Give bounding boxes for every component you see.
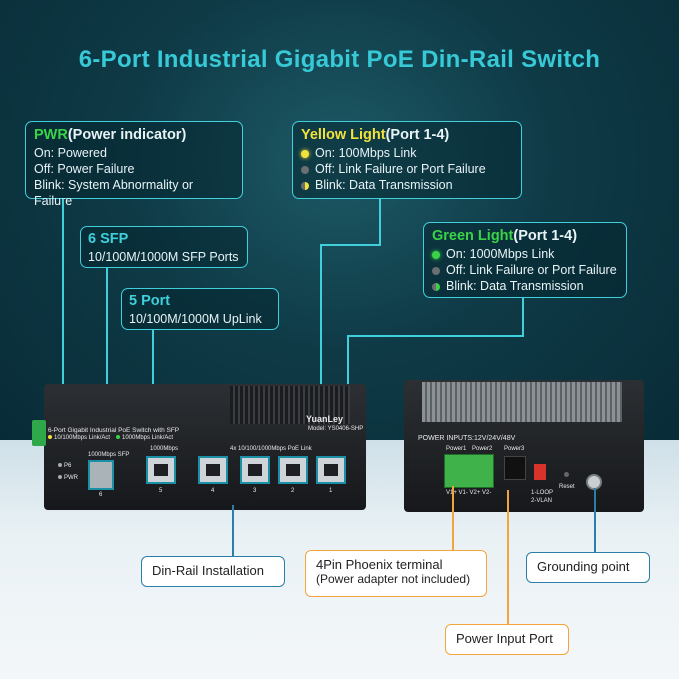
ground-callout-text: Grounding point <box>537 559 630 574</box>
pwr-heading-rest: (Power indicator) <box>67 127 187 143</box>
port5-line: 10/100M/1000M UpLink <box>129 312 262 326</box>
legend-yellow-led-icon <box>48 435 52 440</box>
green-line-3: Blink: Data Transmission <box>446 279 584 293</box>
dinrail-callout-text: Din-Rail Installation <box>152 563 264 578</box>
green-line-1: On: 1000Mbps Link <box>446 247 555 261</box>
dc-power-jack[interactable] <box>504 456 526 480</box>
port-number-4: 4 <box>211 488 215 494</box>
yellow-line-3: Blink: Data Transmission <box>315 178 453 192</box>
yellow-blink-led-icon <box>301 181 309 190</box>
phoenix-callout-line-2: (Power adapter not included) <box>316 572 471 586</box>
poe-port-4[interactable] <box>198 456 228 484</box>
yellow-light-info-box: Yellow Light(Port 1-4) On: 100Mbps Link … <box>292 121 522 199</box>
phoenix-terminal[interactable] <box>444 454 494 488</box>
power-port-connector-line <box>507 490 509 626</box>
power-port-callout: Power Input Port <box>445 624 569 655</box>
phoenix-callout-line-1: 4Pin Phoenix terminal <box>316 557 443 572</box>
dip-label-vlan: 2-VLAN <box>531 498 553 504</box>
switch-side-panel: POWER INPUTS:12V/24V/48V Power1 Power2 P… <box>404 380 644 512</box>
yellow-heading-accent: Yellow Light <box>301 127 386 143</box>
green-on-led-icon <box>432 250 440 259</box>
dinrail-connector-line <box>232 505 234 557</box>
port-number-5: 5 <box>159 488 163 494</box>
p6-led-icon <box>58 463 62 468</box>
reset-button[interactable] <box>564 472 569 477</box>
power2-label: Power2 <box>472 446 493 452</box>
switch-front-panel: YuanLey Model: YS0406-SHP 6-Port Gigabit… <box>44 384 366 510</box>
pwr-info-box: PWR(Power indicator) On: Powered Off: Po… <box>25 121 243 208</box>
phoenix-callout: 4Pin Phoenix terminal (Power adapter not… <box>305 550 487 597</box>
green-heading-rest: (Port 1-4) <box>513 228 578 244</box>
pwr-led-icon <box>58 475 62 480</box>
uplink-port-5[interactable] <box>146 456 176 484</box>
device-brand: YuanLey <box>306 414 344 424</box>
port-number-2: 2 <box>291 488 295 494</box>
pwr-line-3: Blink: System Abnormality or Failure <box>34 178 194 208</box>
sfp-info-box: 6 SFP 10/100M/1000M SFP Ports <box>80 226 248 268</box>
yellow-connector-line-v <box>379 199 381 245</box>
sfp-heading: 6 SFP <box>88 231 129 247</box>
port-number-1: 1 <box>329 488 333 494</box>
pwr-connector-line <box>62 199 64 471</box>
yellow-connector-line-down <box>320 244 322 452</box>
power3-label: Power3 <box>504 446 525 452</box>
dinrail-callout: Din-Rail Installation <box>141 556 285 587</box>
legend-yellow-text: 10/100Mbps Link/Act <box>54 435 111 441</box>
yellow-connector-line-h <box>320 244 381 246</box>
port-number-3: 3 <box>253 488 257 494</box>
terminal-pins-label: V1+ V1- V2+ V2- <box>446 490 492 496</box>
uplink-port-label: 1000Mbps <box>150 446 179 452</box>
sfp-port-label: 1000Mbps SFP <box>88 452 130 458</box>
pwr-line-1: On: Powered <box>34 146 107 160</box>
sfp-port[interactable] <box>88 460 114 490</box>
power1-label: Power1 <box>446 446 467 452</box>
led-p6-label: P6 <box>64 463 72 469</box>
legend-green-led-icon <box>116 435 120 440</box>
yellow-on-led-icon <box>301 149 309 158</box>
green-light-info-box: Green Light(Port 1-4) On: 1000Mbps Link … <box>423 222 627 298</box>
sfp-connector-line <box>106 268 108 456</box>
ground-connector-line <box>594 488 596 552</box>
device-product-line: 6-Port Gigabit Industrial PoE Switch wit… <box>48 427 180 434</box>
poe-port-2[interactable] <box>278 456 308 484</box>
green-connector-line-h <box>347 335 524 337</box>
dip-switch[interactable] <box>534 464 546 480</box>
dip-label-loop: 1-LOOP <box>531 490 554 496</box>
port5-info-box: 5 Port 10/100M/1000M UpLink <box>121 288 279 330</box>
ground-callout: Grounding point <box>526 552 650 583</box>
yellow-off-led-icon <box>301 165 309 174</box>
led-pwr-label: PWR <box>64 475 78 481</box>
device-model: Model: YS0406-SHP <box>308 426 364 432</box>
legend-green-text: 1000Mbps Link/Act <box>122 435 174 441</box>
poe-port-1[interactable] <box>316 456 346 484</box>
poe-ports-label: 4x 10/100/1000Mbps PoE Link <box>230 446 312 452</box>
power-inputs-label: POWER INPUTS:12V/24V/48V <box>418 435 516 442</box>
green-blink-led-icon <box>432 282 440 291</box>
green-connector-line-v <box>522 298 524 336</box>
port-number-6: 6 <box>99 492 103 498</box>
port5-heading: 5 Port <box>129 293 171 309</box>
yellow-line-2: Off: Link Failure or Port Failure <box>315 162 486 176</box>
reset-label: Reset <box>559 484 575 490</box>
yellow-line-1: On: 100Mbps Link <box>315 146 417 160</box>
power-port-callout-text: Power Input Port <box>456 631 553 646</box>
pwr-line-2: Off: Power Failure <box>34 162 135 176</box>
heatsink-fins <box>230 386 350 424</box>
green-off-led-icon <box>432 266 440 275</box>
yellow-heading-rest: (Port 1-4) <box>385 127 450 143</box>
page-title: 6-Port Industrial Gigabit PoE Din-Rail S… <box>78 46 601 73</box>
phoenix-connector-line <box>452 486 454 550</box>
side-heatsink-fins <box>422 382 622 422</box>
din-rail-clip <box>32 420 46 446</box>
green-line-2: Off: Link Failure or Port Failure <box>446 263 617 277</box>
sfp-line: 10/100M/1000M SFP Ports <box>88 250 239 264</box>
pwr-heading-accent: PWR <box>34 127 68 143</box>
poe-port-3[interactable] <box>240 456 270 484</box>
green-heading-accent: Green Light <box>432 228 514 244</box>
